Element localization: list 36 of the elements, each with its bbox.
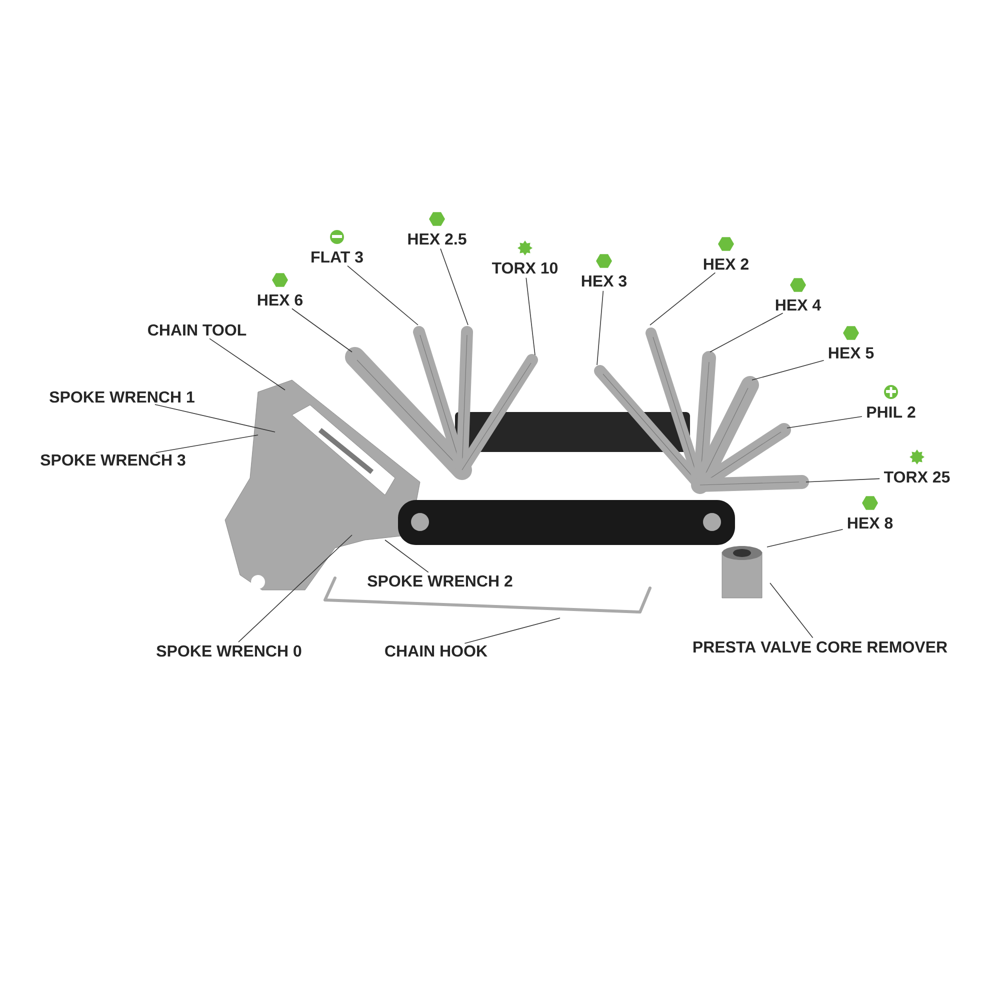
part-label: PHIL 2	[867, 406, 916, 418]
leader-line	[786, 416, 862, 428]
part-label: HEX 3	[582, 275, 627, 287]
part-label: TORX 10	[492, 262, 558, 274]
leader-line	[650, 272, 716, 326]
part-label: SPOKE WRENCH 3	[40, 454, 186, 466]
part-label: SPOKE WRENCH 1	[50, 391, 194, 403]
leader-line	[752, 360, 824, 380]
leader-line	[154, 404, 276, 432]
leader-line	[766, 528, 844, 548]
part-label: HEX 5	[828, 347, 874, 359]
leader-line	[464, 618, 560, 644]
leader-line	[292, 308, 352, 352]
leader-line	[770, 582, 814, 638]
part-label: HEX 2	[704, 258, 748, 270]
leader-line	[710, 312, 784, 352]
part-label: PRESTA VALVE CORE REMOVER	[694, 641, 948, 653]
leader-line	[155, 434, 258, 454]
leader-line	[347, 265, 418, 326]
leader-line	[238, 534, 352, 642]
leader-line	[526, 277, 536, 356]
leader-line	[806, 478, 880, 482]
leader-line	[440, 248, 468, 326]
part-label: SPOKE WRENCH 0	[156, 645, 302, 657]
part-label: HEX 2.5	[408, 233, 466, 245]
part-label: TORX 25	[884, 471, 950, 483]
leader-line	[209, 338, 286, 390]
part-label: HEX 8	[848, 517, 893, 529]
part-label: CHAIN TOOL	[148, 324, 246, 336]
part-label: CHAIN HOOK	[385, 645, 488, 657]
leader-line	[596, 290, 604, 366]
part-label: SPOKE WRENCH 2	[368, 575, 512, 587]
leader-line	[384, 540, 429, 573]
part-label: HEX 6	[258, 294, 303, 306]
part-label: HEX 4	[776, 300, 822, 310]
part-label: FLAT 3	[312, 251, 363, 263]
